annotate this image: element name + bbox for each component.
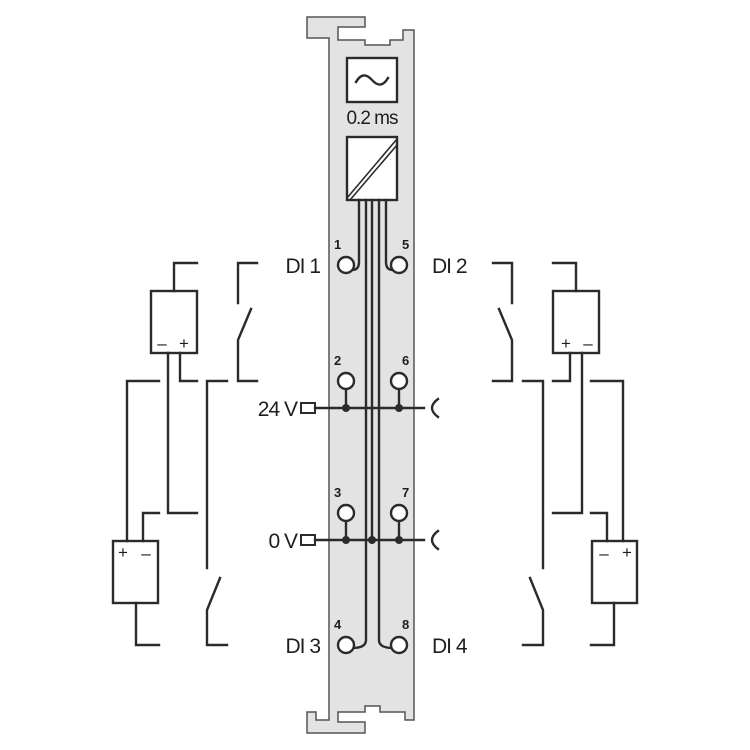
terminal-2[interactable]: [336, 371, 356, 391]
label-di3: DI 3: [285, 635, 320, 658]
label-di2: DI 2: [432, 255, 467, 278]
sensor-plus: +: [118, 543, 128, 562]
terminal-8[interactable]: [389, 635, 409, 655]
terminal-6[interactable]: [389, 371, 409, 391]
label-di4: DI 4: [432, 635, 468, 658]
terminals: [336, 255, 409, 655]
sensor-minus: –: [599, 544, 609, 563]
terminal-5[interactable]: [389, 255, 409, 275]
bus-0v: [300, 519, 440, 551]
label-0v: 0 V: [268, 530, 298, 553]
external-wiring-left: [111, 261, 259, 647]
converter-diagonal-icon: [346, 138, 398, 201]
sensor-plus: +: [561, 334, 571, 353]
sensor-minus: –: [141, 544, 151, 563]
label-di1: DI 1: [285, 255, 320, 278]
terminal-4[interactable]: [336, 635, 356, 655]
filter-time-label: 0.2 ms: [346, 108, 398, 129]
terminal-number: 3: [334, 485, 341, 500]
terminal-number: 8: [402, 617, 409, 632]
filter-wave-icon: [354, 74, 390, 86]
external-wiring-right: [491, 261, 639, 647]
bus-24v: [300, 387, 440, 419]
sensor-minus: –: [583, 334, 593, 353]
terminal-3[interactable]: [336, 503, 356, 523]
terminal-1[interactable]: [336, 255, 356, 275]
terminal-number: 6: [402, 353, 409, 368]
io-module: 0.2 ms: [300, 16, 440, 734]
terminal-number: 2: [334, 353, 341, 368]
terminal-7[interactable]: [389, 503, 409, 523]
terminal-number: 7: [402, 485, 409, 500]
sensor-plus: +: [622, 543, 632, 562]
label-24v: 24 V: [258, 398, 298, 421]
sensor-plus: +: [179, 334, 189, 353]
terminal-number: 1: [334, 237, 341, 252]
terminal-number: 5: [402, 237, 409, 252]
terminal-number: 4: [334, 617, 342, 632]
sensor-minus: –: [157, 334, 167, 353]
